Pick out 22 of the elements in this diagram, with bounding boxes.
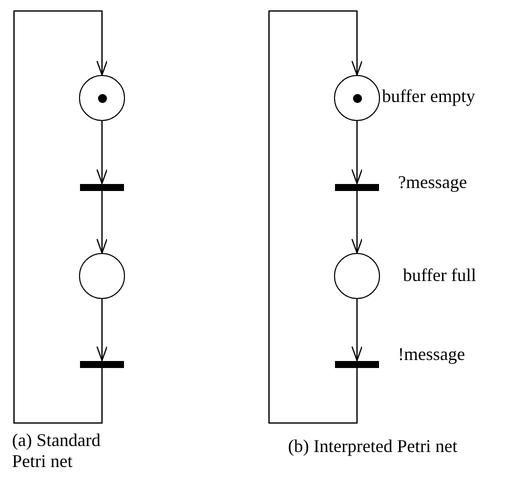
place-circle [334,253,380,299]
arrow [13,10,108,424]
place-label: buffer empty [382,87,476,107]
transition-bar [80,360,124,368]
arrow [351,121,363,184]
transition-bar [335,184,379,190]
arrow [96,190,108,254]
transition-bar [80,184,124,190]
figure-caption: (b) Interpreted Petri net [288,436,458,457]
figure-caption: (a) Standard Petri net [12,430,102,472]
arrow [351,299,363,362]
arrow [96,121,108,184]
place-label: buffer full [403,266,476,286]
transition-label: !message [398,345,465,365]
place-circle [334,75,380,121]
arrow [96,299,108,362]
transition-bar [335,360,379,368]
place-circle [79,253,125,299]
arrow [351,190,363,254]
arrow [268,10,363,424]
transition-label: ?message [398,173,467,193]
place-circle [79,75,125,121]
